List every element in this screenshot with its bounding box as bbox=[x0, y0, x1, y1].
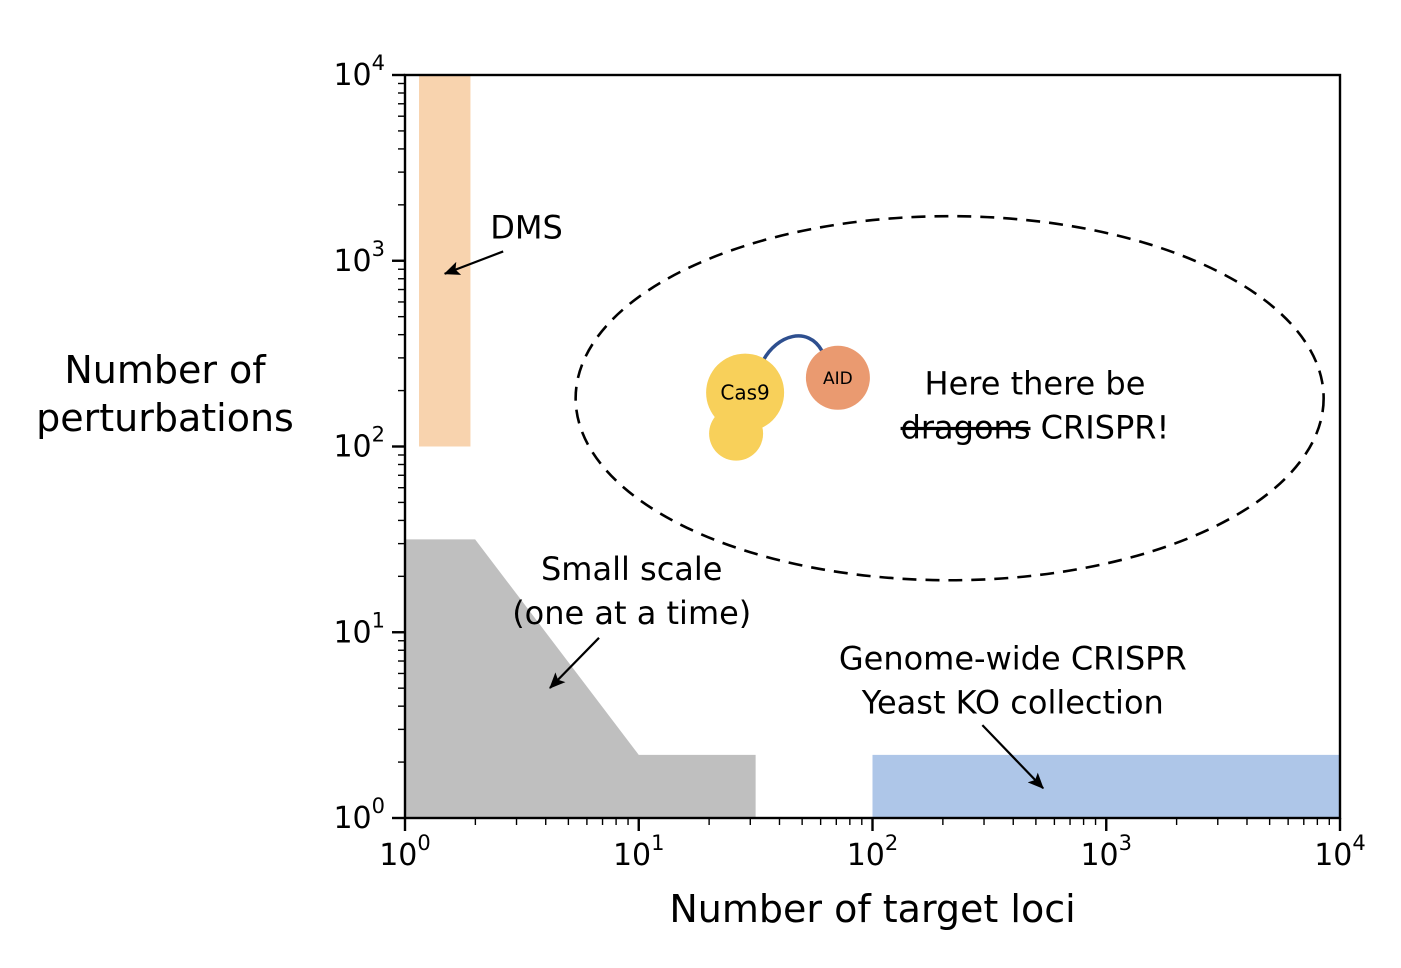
cas9-icon bbox=[706, 353, 785, 432]
linker-curve bbox=[761, 334, 824, 363]
aid-icon bbox=[805, 345, 870, 410]
x-axis-tick-label: 100 bbox=[379, 831, 431, 873]
y-axis-label: perturbations bbox=[36, 396, 294, 440]
dms-region bbox=[419, 75, 471, 447]
dragons-label-text: Here there be bbox=[925, 364, 1146, 402]
small-scale-label-text: (one at a time) bbox=[512, 594, 751, 632]
x-axis-tick-label: 104 bbox=[1314, 831, 1366, 873]
x-axis-tick-label: 101 bbox=[613, 831, 665, 873]
x-axis-label: Number of target loci bbox=[669, 887, 1075, 931]
ellipse-layer bbox=[574, 214, 1325, 582]
dms-label-arrow bbox=[443, 250, 504, 275]
x-axis-tick-label: 103 bbox=[1080, 831, 1132, 873]
genome-wide-label-arrow bbox=[981, 724, 1044, 790]
y-axis-label: Number of bbox=[64, 348, 267, 392]
x-axis-tick-label: 102 bbox=[847, 831, 899, 873]
genome-wide-label-text: Genome-wide CRISPR bbox=[839, 639, 1187, 677]
annotations-layer: DMS Small scale (one at a time) Genome-wide… bbox=[443, 208, 1187, 790]
y-axis-tick-label: 101 bbox=[333, 608, 385, 650]
y-axis-tick-label: 100 bbox=[333, 794, 385, 836]
dragons-label-text: dragons CRISPR! bbox=[901, 408, 1170, 446]
cartoon-layer: Cas9 AID bbox=[706, 334, 870, 461]
aid-label: AID bbox=[823, 369, 853, 389]
y-axis-tick-label: 102 bbox=[333, 423, 385, 465]
regions-layer bbox=[405, 75, 1340, 818]
cas9-label: Cas9 bbox=[720, 381, 769, 405]
dms-label-text: DMS bbox=[490, 208, 563, 246]
dragons-ellipse bbox=[574, 214, 1325, 582]
y-axis-tick-label: 103 bbox=[333, 237, 385, 279]
small-scale-region bbox=[405, 539, 756, 818]
small-scale-label-text: Small scale bbox=[541, 550, 723, 588]
genome-wide-region bbox=[872, 754, 1340, 818]
y-axis-tick-label: 104 bbox=[333, 51, 385, 93]
small-scale-label-arrow bbox=[549, 637, 600, 689]
genome-wide-label-text: Yeast KO collection bbox=[861, 683, 1164, 721]
